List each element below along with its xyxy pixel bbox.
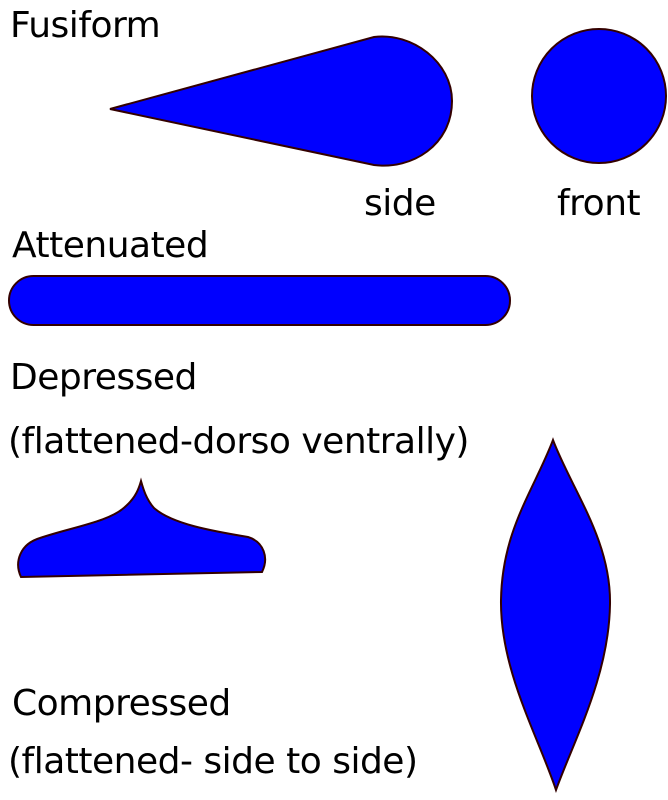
side-label: side (364, 184, 436, 224)
front-label: front (557, 184, 640, 224)
depressed-label: Depressed (10, 358, 197, 398)
compressed-note: (flattened- side to side) (8, 742, 418, 782)
fusiform-side-shape (110, 36, 452, 165)
attenuated-shape (9, 276, 510, 325)
compressed-shape (501, 440, 610, 790)
fusiform-front-shape (532, 29, 666, 163)
compressed-label: Compressed (12, 684, 231, 724)
fusiform-label: Fusiform (10, 6, 160, 46)
depressed-shape (18, 481, 265, 577)
attenuated-label: Attenuated (12, 226, 208, 266)
depressed-note: (flattened-dorso ventrally) (8, 422, 469, 462)
